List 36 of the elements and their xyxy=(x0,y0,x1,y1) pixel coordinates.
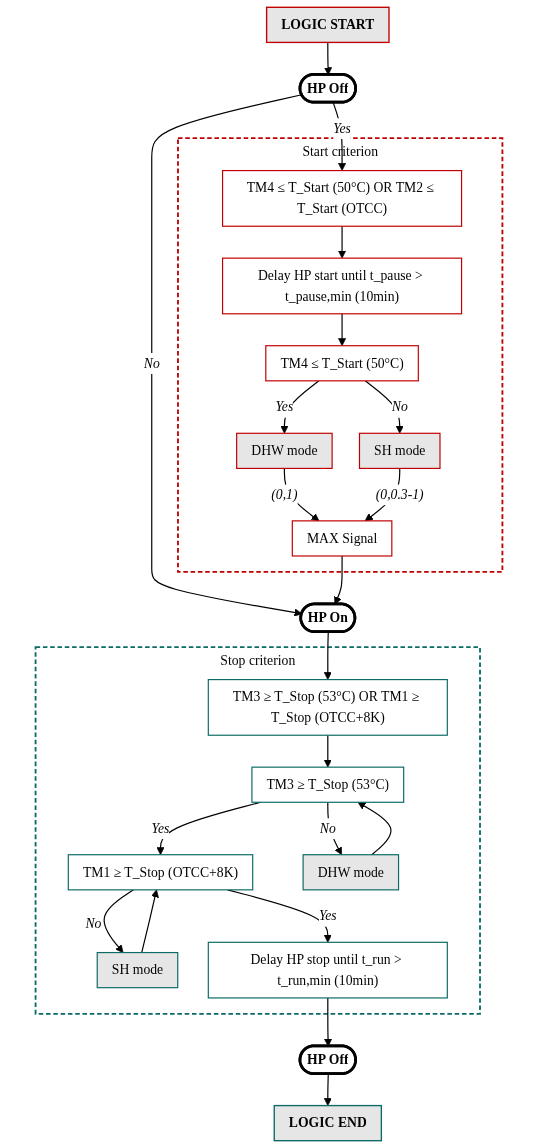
node-box: SH mode xyxy=(358,432,441,469)
edge-label: No xyxy=(143,355,160,371)
node-box: DHW mode xyxy=(302,854,400,891)
node-box: TM3 ≥ T_Stop (53°C) xyxy=(251,766,405,803)
arrow xyxy=(323,631,332,680)
arrow xyxy=(357,801,392,856)
arrow xyxy=(364,380,404,434)
node-box: SH mode xyxy=(96,951,179,989)
node-box: LOGIC START xyxy=(265,6,390,44)
node-box: TM1 ≥ T_Stop (OTCC+8K) xyxy=(67,854,254,891)
arrow xyxy=(323,1073,332,1106)
node-box: Delay HP stop until t_run > t_run,min (10min) xyxy=(207,941,448,999)
edge-label: Yes xyxy=(151,820,170,836)
node-box: Delay HP start until t_pause > t_pause,min (10min) xyxy=(221,257,463,315)
arrow xyxy=(151,94,303,617)
arrow xyxy=(338,225,347,259)
arrow xyxy=(103,889,135,953)
arrow xyxy=(323,734,332,768)
edge-label: Yes xyxy=(333,120,351,136)
node-box: MAX Signal xyxy=(291,520,393,557)
edge-label: No xyxy=(85,916,102,932)
arrow xyxy=(227,889,332,943)
node-box: DHW mode xyxy=(236,432,333,469)
edge-label: Yes xyxy=(318,908,337,924)
node-box: TM4 ≤ T_Start (50°C) OR TM2 ≤ T_Start (OTCC) xyxy=(221,170,463,227)
node-box: TM4 ≤ T_Start (50°C) xyxy=(265,345,419,382)
arrow xyxy=(280,380,320,434)
edge-label: Yes xyxy=(275,399,294,415)
edge-label: (0,1) xyxy=(271,487,298,502)
edge-label: No xyxy=(391,399,408,415)
edge-label: (0,0.3-1) xyxy=(375,487,424,502)
node-box: LOGIC END xyxy=(273,1104,383,1142)
arrow xyxy=(338,313,347,347)
node-box: TM3 ≥ T_Stop (53°C) OR TM1 ≥ T_Stop (OTCC+8K) xyxy=(207,679,448,736)
edge-label: No xyxy=(319,820,336,836)
arrow xyxy=(141,889,159,954)
